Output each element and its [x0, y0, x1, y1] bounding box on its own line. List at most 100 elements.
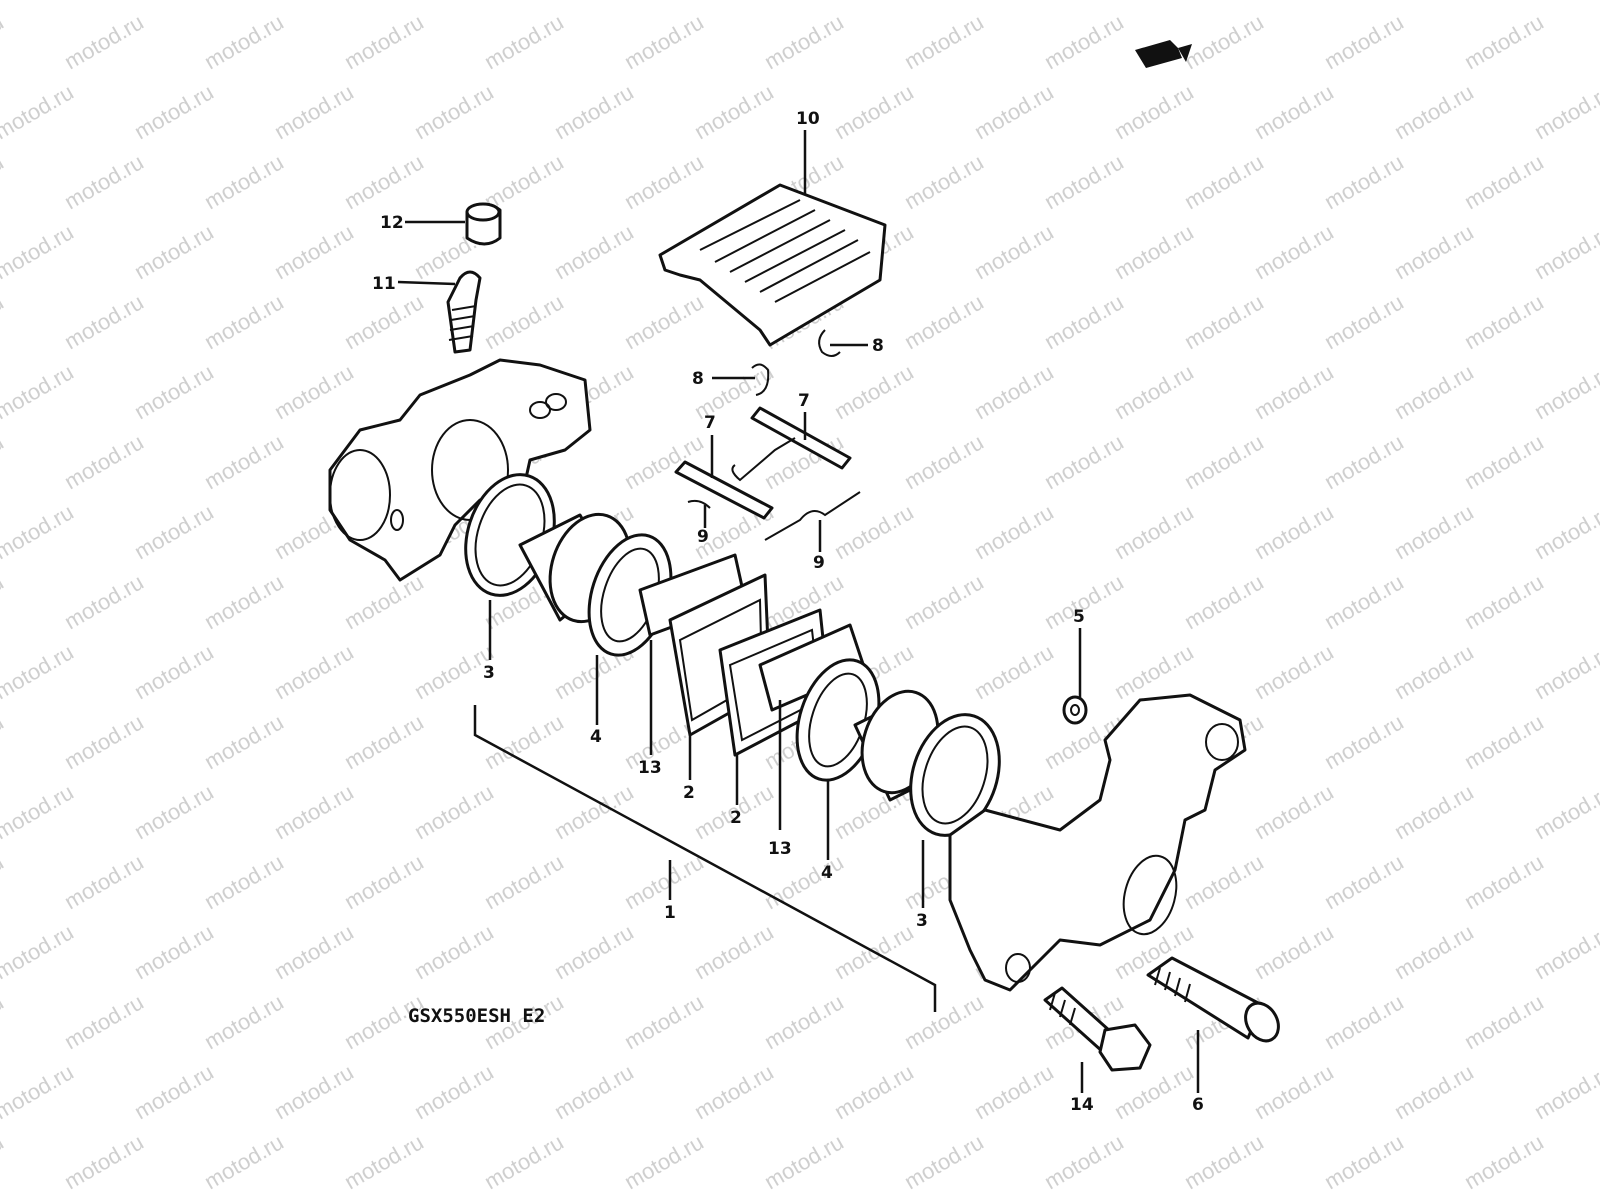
watermark-text: motod.ru [200, 849, 288, 914]
callout-8-upper: 8 [872, 336, 884, 356]
watermark-text: motod.ru [1320, 429, 1408, 494]
watermark-text: motod.ru [0, 639, 78, 704]
watermark-text: motod.ru [60, 1129, 148, 1194]
callout-13-left: 13 [638, 758, 662, 778]
callout-1: 1 [664, 903, 676, 923]
watermark-text: motod.ru [200, 9, 288, 74]
watermark-text: motod.ru [200, 429, 288, 494]
watermark-text: motod.ru [0, 1059, 78, 1124]
watermark-text: motod.ru [270, 779, 358, 844]
watermark-text: motod.ru [760, 1129, 848, 1194]
watermark-text: motod.ru [270, 639, 358, 704]
callout-7-right: 7 [798, 391, 810, 411]
watermark-text: motod.ru [1180, 429, 1268, 494]
part-3-seal-right [909, 713, 1001, 837]
watermark-text: motod.ru [900, 989, 988, 1054]
watermark-text: motod.ru [410, 0, 498, 4]
watermark-text: motod.ru [410, 79, 498, 144]
watermark-text: motod.ru [1110, 359, 1198, 424]
watermark-text: motod.ru [1530, 919, 1600, 984]
watermark-text: motod.ru [900, 289, 988, 354]
watermark-text: motod.ru [970, 639, 1058, 704]
watermark-text: motod.ru [130, 219, 218, 284]
watermark-text: motod.ru [1390, 0, 1478, 4]
watermark-text: motod.ru [550, 0, 638, 4]
watermark-text: motod.ru [1250, 779, 1338, 844]
watermark-text: motod.ru [270, 359, 358, 424]
watermark-text: motod.ru [1250, 499, 1338, 564]
watermark-text: motod.ru [130, 639, 218, 704]
watermark-text: motod.ru [0, 359, 78, 424]
watermark-text: motod.ru [200, 569, 288, 634]
watermark-text: motod.ru [130, 779, 218, 844]
watermark-text: motod.ru [200, 1129, 288, 1194]
callout-4-right: 4 [821, 863, 833, 883]
watermark-text: motod.ru [130, 1059, 218, 1124]
caliper-half-right [948, 693, 1247, 992]
watermark-text: motod.ru [0, 0, 78, 4]
watermark-text: motod.ru [130, 359, 218, 424]
watermark-text: motod.ru [1180, 569, 1268, 634]
watermark-text: motod.ru [900, 149, 988, 214]
watermark-text: motod.ru [480, 849, 568, 914]
watermark-text: motod.ru [970, 499, 1058, 564]
watermark-text: motod.ru [1250, 0, 1338, 4]
watermark-text: motod.ru [1040, 9, 1128, 74]
watermark-text: motod.ru [1460, 849, 1548, 914]
watermark-text: motod.ru [1040, 149, 1128, 214]
watermark-text: motod.ru [200, 709, 288, 774]
watermark-text: motod.ru [0, 9, 8, 74]
watermark-text: motod.ru [830, 0, 918, 4]
watermark-text: motod.ru [270, 919, 358, 984]
watermark-text: motod.ru [270, 0, 358, 4]
model-label: GSX550ESH E2 [408, 1005, 545, 1027]
watermark-text: motod.ru [1530, 79, 1600, 144]
watermark-text: motod.ru [340, 1129, 428, 1194]
watermark-text: motod.ru [830, 359, 918, 424]
watermark-text: motod.ru [1180, 849, 1268, 914]
watermark-text: motod.ru [760, 849, 848, 914]
arrow-right-icon [1135, 40, 1192, 68]
watermark-text: motod.ru [60, 9, 148, 74]
watermark-text: motod.ru [550, 1059, 638, 1124]
watermark-text: motod.ru [620, 429, 708, 494]
watermark-text: motod.ru [0, 919, 78, 984]
watermark-text: motod.ru [1530, 1059, 1600, 1124]
watermark-text: motod.ru [900, 429, 988, 494]
watermark-text: motod.ru [1460, 1129, 1548, 1194]
watermark-text: motod.ru [0, 779, 78, 844]
watermark-text: motod.ru [620, 149, 708, 214]
watermark-text: motod.ru [1180, 289, 1268, 354]
watermark-text: motod.ru [1320, 709, 1408, 774]
watermark-text: motod.ru [1530, 779, 1600, 844]
watermark-text: motod.ru [1320, 989, 1408, 1054]
watermark-text: motod.ru [340, 569, 428, 634]
callout-6: 6 [1192, 1095, 1204, 1115]
watermark-text: motod.ru [1250, 79, 1338, 144]
watermark-text: motod.ru [1250, 219, 1338, 284]
watermark-text: motod.ru [480, 9, 568, 74]
watermark-text: motod.ru [1460, 429, 1548, 494]
callout-12: 12 [380, 213, 404, 233]
watermark-text: motod.ru [690, 919, 778, 984]
watermark-text: motod.ru [1390, 639, 1478, 704]
callout-labels: 10 12 11 8 8 7 7 9 9 5 3 4 13 2 2 13 4 1… [372, 109, 1204, 1115]
watermark-text: motod.ru [1180, 1129, 1268, 1194]
watermark-text: motod.ru [410, 1059, 498, 1124]
watermark-text: motod.ru [1040, 429, 1128, 494]
watermark-text: motod.ru [550, 779, 638, 844]
watermark-text: motod.ru [60, 149, 148, 214]
watermark-text: motod.ru [900, 1129, 988, 1194]
watermark-text: motod.ru [60, 289, 148, 354]
watermark-text: motod.ru [1250, 359, 1338, 424]
watermark-text: motod.ru [60, 989, 148, 1054]
watermark-text: motod.ru [270, 1059, 358, 1124]
watermark-text: motod.ru [1530, 499, 1600, 564]
watermark-text: motod.ru [690, 1059, 778, 1124]
watermark-text: motod.ru [340, 709, 428, 774]
watermark-text: motod.ru [1390, 1059, 1478, 1124]
watermark-text: motod.ru [0, 219, 78, 284]
watermark-text: motod.ru [60, 709, 148, 774]
watermark-text: motod.ru [1040, 1129, 1128, 1194]
